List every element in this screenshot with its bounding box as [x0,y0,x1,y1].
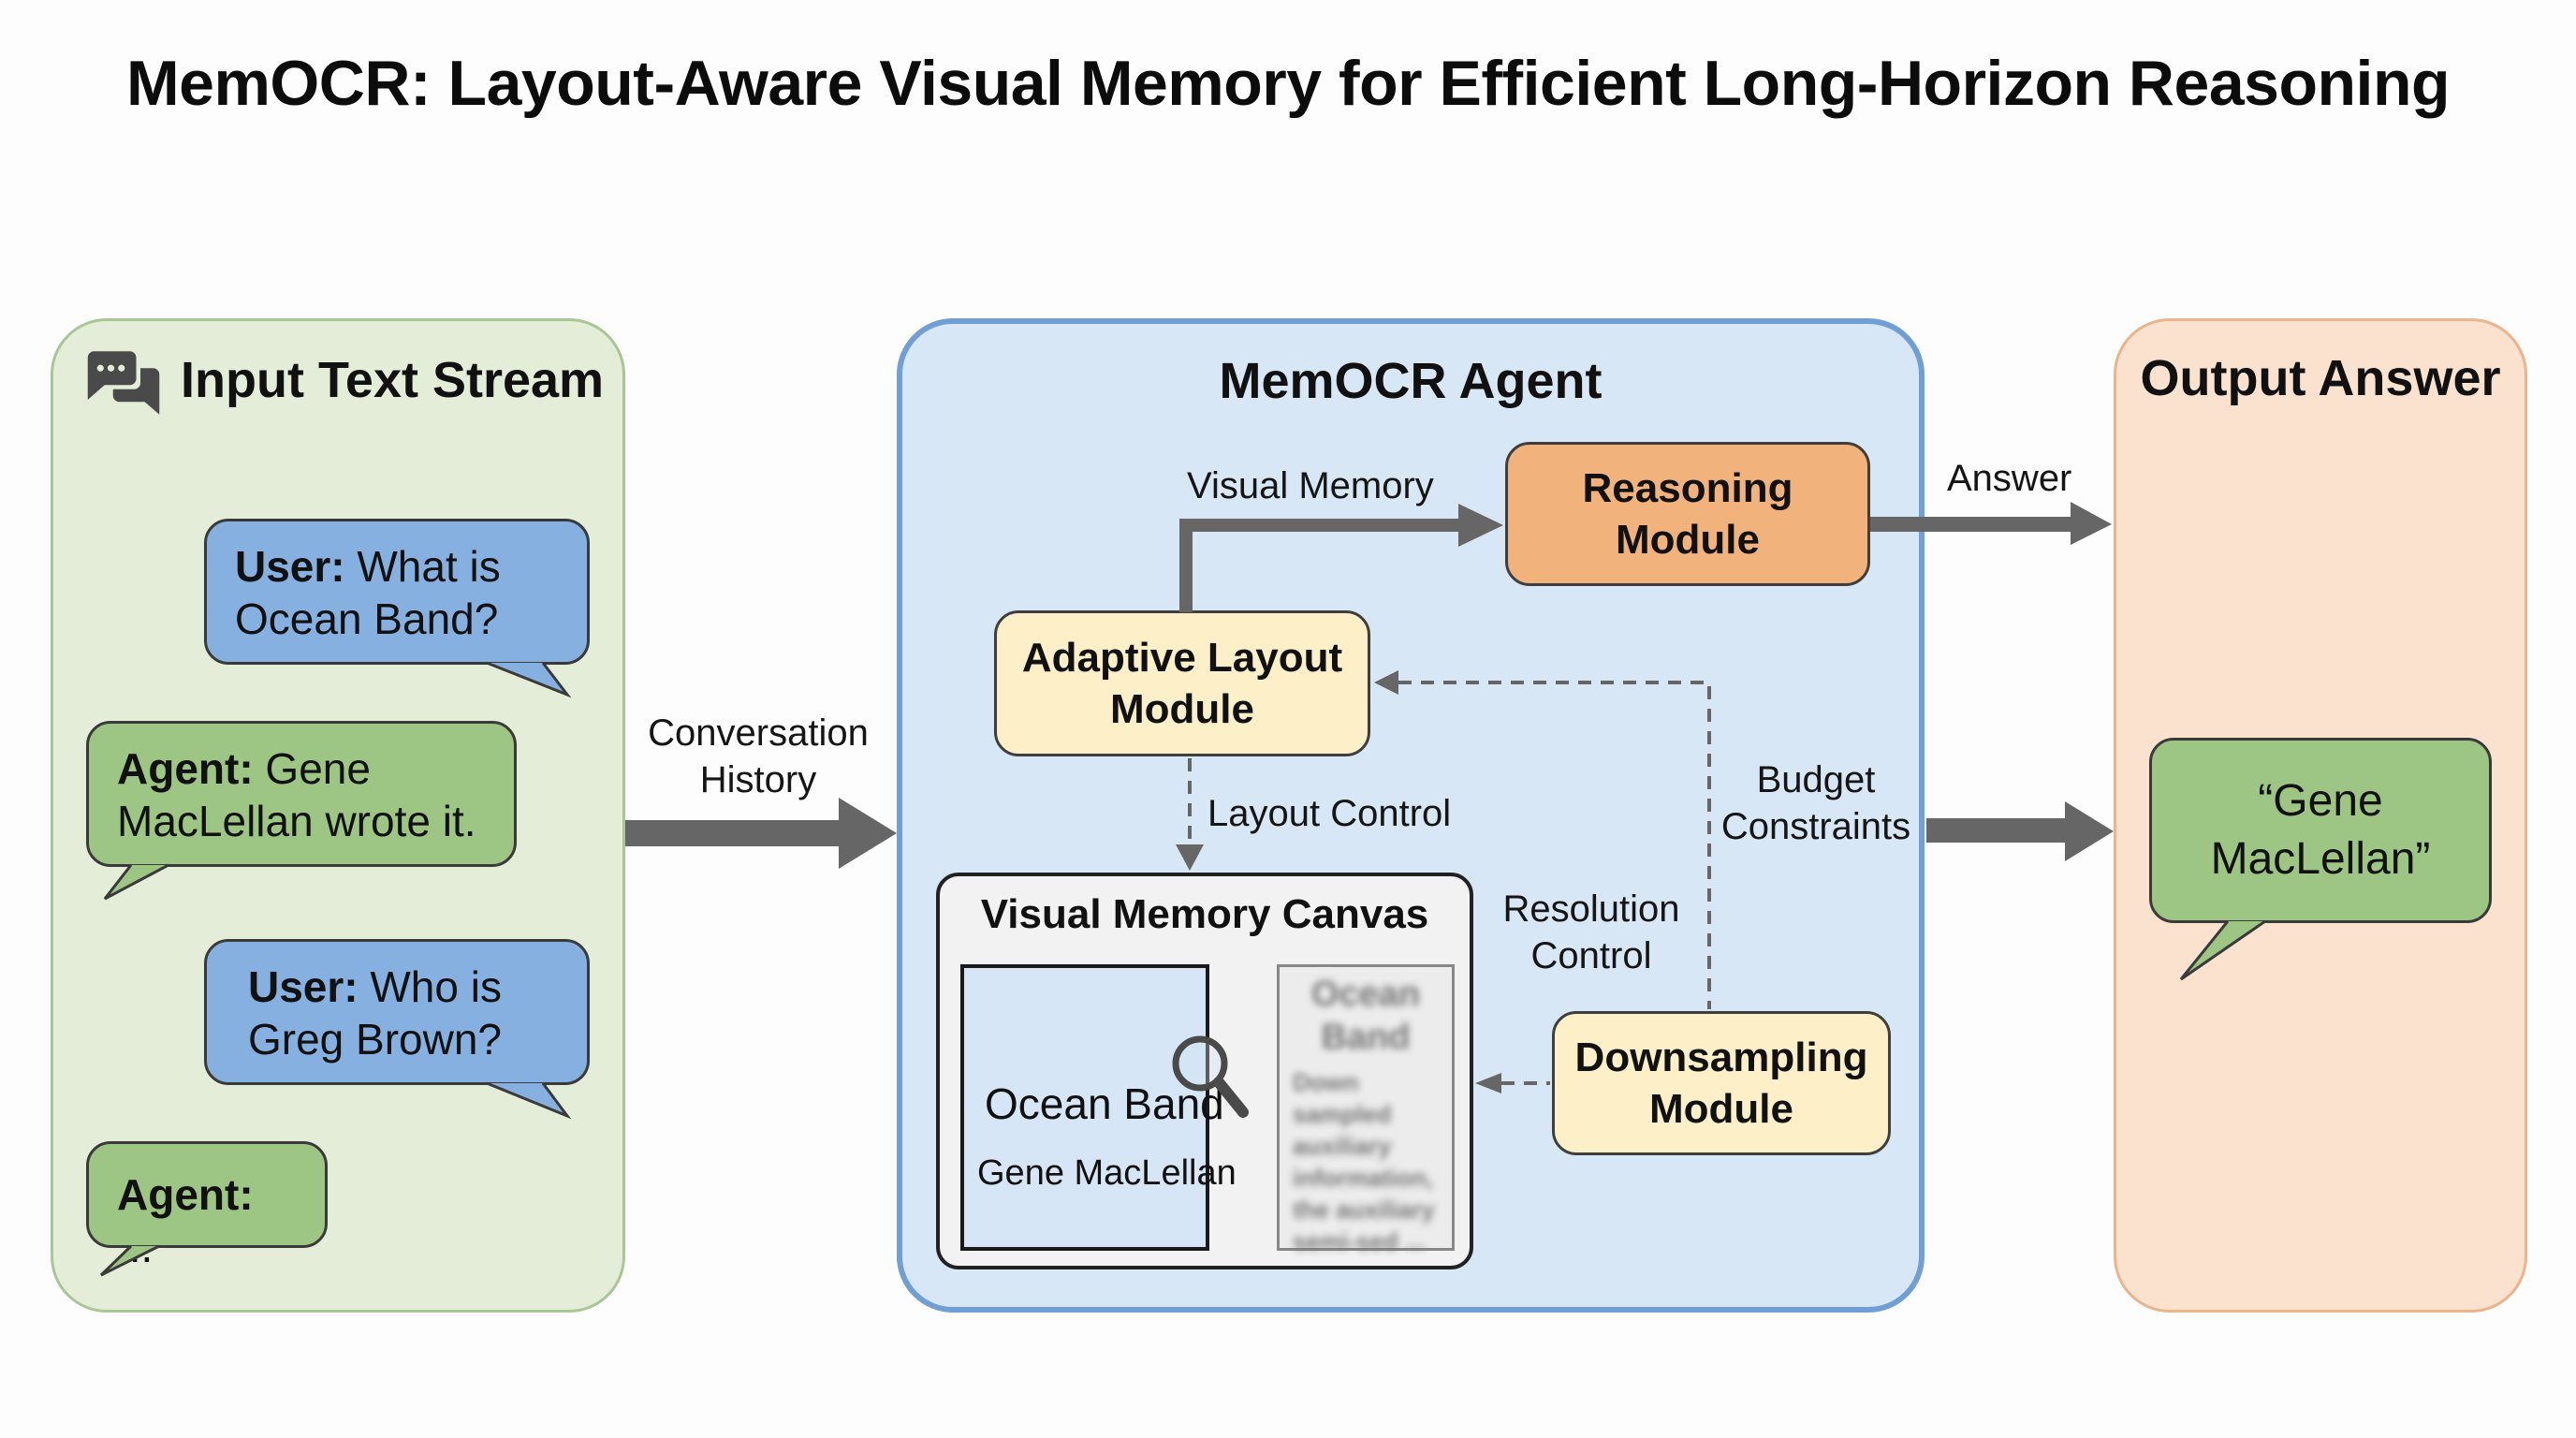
sharp-heading: Ocean Band [985,1079,1224,1128]
budget-arrowhead [2065,801,2114,861]
high-resolution-region: Ocean Band Gene MacLellan [960,964,1237,1251]
magnifier-icon [1172,1035,1249,1118]
resolution-control-label: Resolution Control [1502,888,1680,976]
message-text: What is Ocean Band? [235,542,501,643]
blurred-heading: Ocean Band [1310,975,1421,1057]
canvas-title: Visual Memory Canvas [980,891,1429,937]
speaker-label: User: [248,962,359,1011]
message-text: Who is Greg Brown? [248,962,503,1064]
speaker-label: Agent: [117,744,254,793]
visual-memory-canvas: Visual Memory Canvas Ocean Band Gene Mac… [936,873,1473,1269]
answer-arrowhead [2071,502,2112,545]
output-panel-title: Output Answer [2140,350,2501,406]
blurred-body: Down sampled auxiliary information, the … [1293,1068,1435,1255]
chat-message-agent-1: Agent: Gene MacLellan wrote it. [86,721,517,867]
agent-panel-title: MemOCR Agent [1219,353,1603,409]
input-panel-title: Input Text Stream [181,352,605,408]
budget-constraints-label: Budget Constraints [1720,759,1911,847]
chat-message-user-1: User: What is Ocean Band? [204,519,590,665]
diagram-title: MemOCR: Layout-Aware Visual Memory for E… [125,48,2451,119]
reasoning-module: Reasoning Module [1505,442,1870,586]
conversation-history-arrowhead [839,798,897,869]
message-text: Gene MacLellan wrote it. [117,744,476,845]
speaker-label: Agent: [117,1170,254,1219]
chat-message-agent-2: Agent: ... [86,1141,328,1271]
answer-label: Answer [1947,458,2072,499]
layout-control-label: Layout Control [1208,793,1452,834]
downsampling-module: Downsampling Module [1552,1011,1891,1155]
message-text: ... [117,1223,154,1271]
downsampled-region: Ocean Band Down sampled auxiliary inform… [1277,964,1455,1255]
conversation-history-label: Conversation History [648,712,869,800]
speaker-label: User: [235,542,345,591]
chat-bubbles-icon [87,351,160,415]
visual-memory-label: Visual Memory [1187,465,1434,506]
adaptive-layout-module: Adaptive Layout Module [994,610,1370,756]
sharp-subtext: Gene MacLellan [977,1153,1237,1193]
chat-message-user-2: User: Who is Greg Brown? [204,939,590,1085]
conversation-history-arrow-shaft [625,820,841,846]
answer-bubble: “Gene MacLellan” [2149,738,2492,923]
budget-arrow-shaft [1926,818,2067,843]
